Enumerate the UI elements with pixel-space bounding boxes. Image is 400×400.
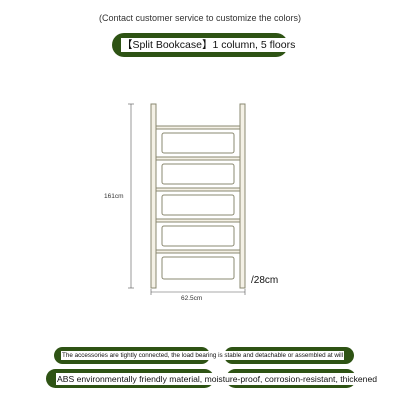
shelf-opening: [161, 225, 235, 247]
shelf-board: [155, 218, 241, 223]
width-label: 62.5cm: [181, 295, 203, 302]
shelf-opening: [161, 132, 235, 154]
product-title: 【Split Bookcase】1 column, 5 floors: [121, 38, 297, 52]
shelf-board: [155, 249, 241, 254]
shelf-opening: [161, 163, 235, 185]
depth-label: /28cm: [251, 275, 279, 286]
material-feature-text: ABS environmentally friendly material, m…: [56, 373, 379, 385]
shelf-opening: [161, 194, 235, 216]
color-customization-note: (Contact customer service to customize t…: [98, 13, 302, 23]
left-upright: [150, 103, 157, 289]
accessories-feature-text: The accessories are tightly connected, t…: [61, 351, 345, 360]
height-label: 161cm: [104, 193, 124, 200]
shelf-opening: [161, 256, 235, 280]
shelf-board: [155, 187, 241, 192]
shelf-board: [155, 156, 241, 161]
right-upright: [239, 103, 246, 289]
shelf-board: [155, 125, 241, 130]
